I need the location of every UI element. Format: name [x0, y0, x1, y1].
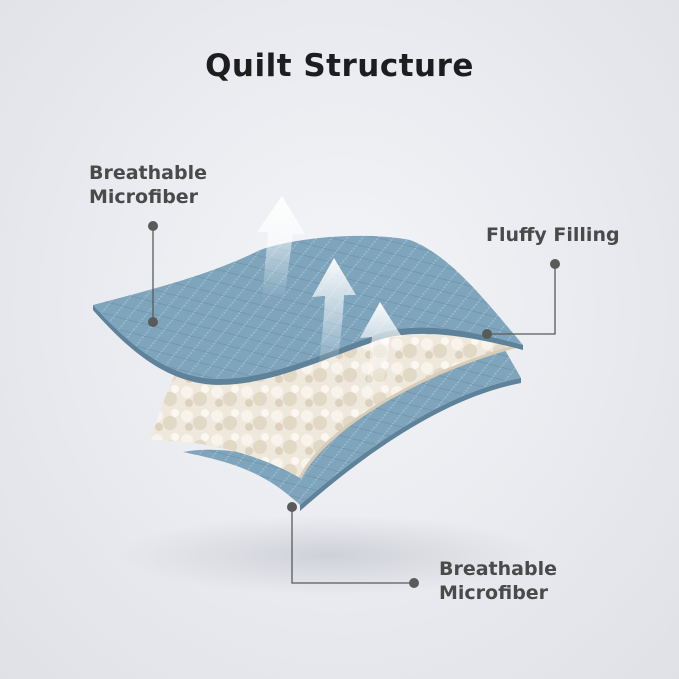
airflow-arrow-icon: [360, 302, 402, 402]
label-bottom-layer-line2: Microfiber: [439, 582, 549, 604]
floor-shadow: [120, 515, 540, 595]
page-title: Quilt Structure: [205, 48, 474, 84]
label-bottom-layer-line1: Breathable: [439, 558, 557, 580]
bottom-fabric-layer: [183, 350, 521, 511]
top-fabric-layer: [93, 235, 523, 385]
label-top-layer-line2: Microfiber: [89, 186, 199, 208]
leader-line-top-layer: [148, 221, 158, 327]
label-filling-text: Fluffy Filling: [486, 224, 620, 246]
label-top-layer: Breathable Microfiber: [89, 161, 207, 209]
airflow-arrow-icon: [312, 258, 356, 372]
label-filling: Fluffy Filling: [486, 223, 620, 247]
leader-line-filling: [482, 259, 560, 339]
leader-line-bottom-layer: [287, 502, 419, 588]
label-top-layer-line1: Breathable: [89, 162, 207, 184]
label-bottom-layer: Breathable Microfiber: [439, 557, 557, 605]
airflow-arrow-icon: [257, 196, 305, 300]
